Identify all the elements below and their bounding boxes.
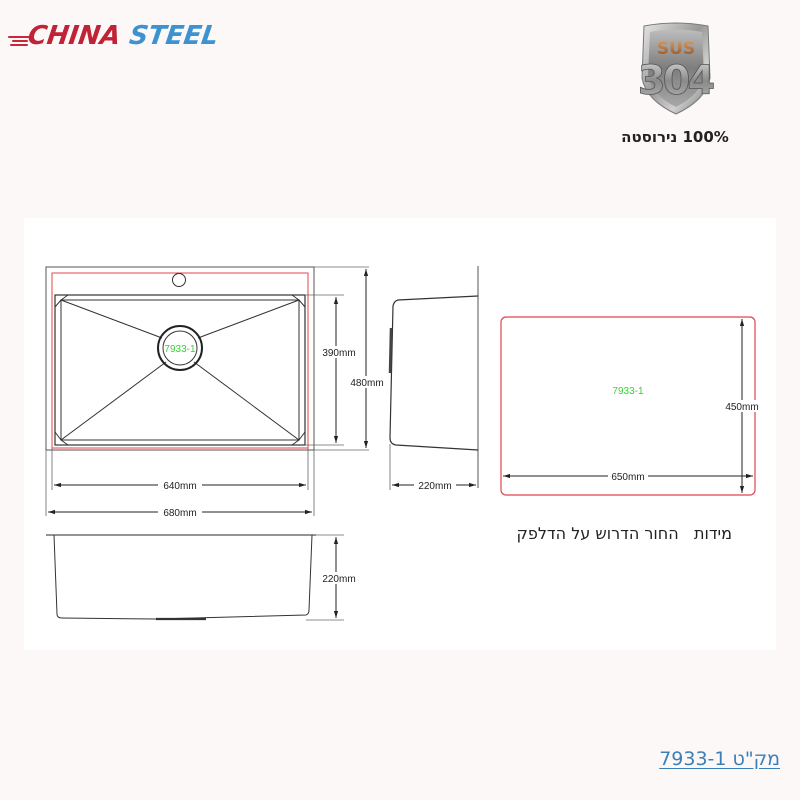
dim-outer-depth: 480mm	[350, 378, 383, 389]
dim-inner-depth: 390mm	[322, 348, 355, 359]
dim-inner-width: 640mm	[163, 481, 196, 492]
cutout-caption: מידות החור הדרוש על הדלפק	[516, 524, 732, 543]
logo-speed-line	[8, 36, 30, 38]
logo-speed-line	[10, 44, 28, 46]
brand-name-china: CHINA	[25, 21, 123, 51]
dim-cutout-height: 450mm	[725, 402, 758, 413]
cutout-product-code: 7933-1	[612, 386, 644, 397]
svg-text:304: 304	[638, 58, 714, 104]
drain-product-code: 7933-1	[164, 344, 196, 355]
dim-outer-width: 680mm	[163, 508, 196, 519]
dim-front-depth: 220mm	[322, 574, 355, 585]
front-view	[46, 534, 344, 621]
svg-text:SUS: SUS	[657, 39, 695, 59]
side-view	[388, 266, 479, 490]
sku-link[interactable]: מק"ט 7933-1	[659, 748, 780, 770]
countertop-cutout	[500, 316, 756, 496]
stainless-steel-caption: 100% נירוסטה	[621, 128, 729, 146]
sink-dimension-drawing: 7933-1 390mm 480mm 640mm 680mm	[45, 266, 762, 621]
dim-side-depth: 220mm	[418, 481, 451, 492]
technical-drawing-panel: 7933-1 390mm 480mm 640mm 680mm	[24, 218, 776, 650]
brand-name: CHINA STEEL	[25, 18, 220, 54]
brand-name-steel: STEEL	[127, 21, 221, 51]
sus304-shield-badge: SUS 304	[626, 18, 726, 118]
top-view	[45, 266, 369, 516]
dim-cutout-width: 650mm	[611, 472, 644, 483]
china-steel-logo: CHINA STEEL	[4, 18, 220, 54]
shield-icon: SUS 304	[637, 22, 717, 115]
logo-speed-line	[12, 40, 28, 42]
